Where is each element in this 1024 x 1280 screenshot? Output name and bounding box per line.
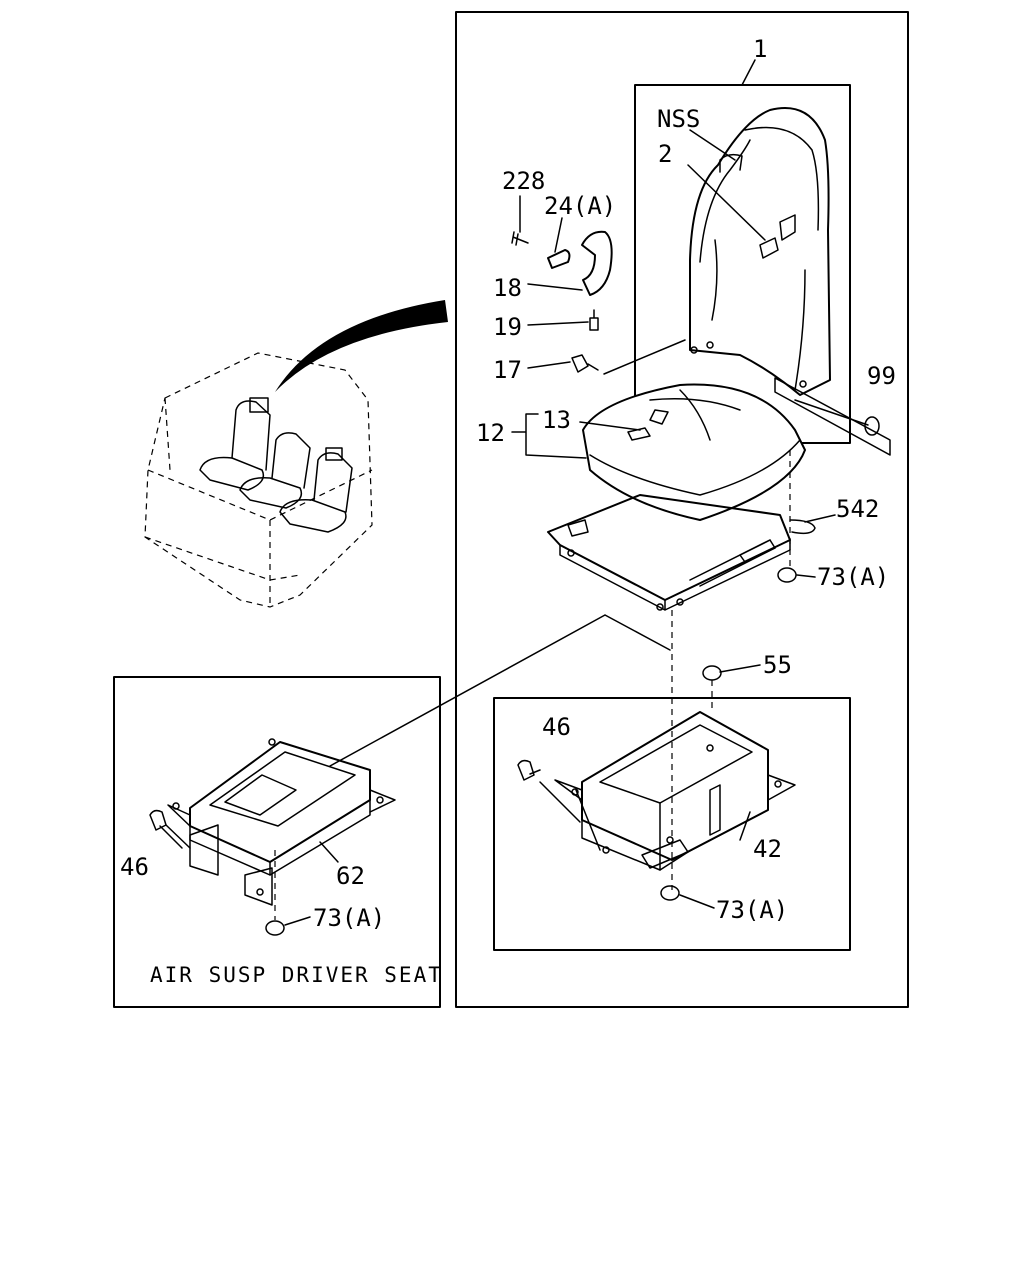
- label-12: 12: [476, 419, 505, 447]
- label-nss: NSS: [657, 105, 700, 133]
- part-55-nut: [702, 665, 722, 681]
- label-62: 62: [336, 862, 365, 890]
- caption-air-susp: AIR SUSP DRIVER SEAT: [150, 963, 443, 987]
- label-2: 2: [658, 140, 672, 168]
- label-1: 1: [753, 35, 767, 63]
- part-73a-nut-right: [660, 885, 680, 901]
- label-19: 19: [493, 313, 522, 341]
- part-labels: 1 NSS 2 228 24(A) 18 19 17 99 13 12 542 …: [120, 35, 896, 987]
- part-46-bolt-left: [149, 809, 183, 849]
- label-24a: 24(A): [544, 192, 616, 220]
- label-46-left: 46: [120, 853, 149, 881]
- riser-drawing: [554, 711, 796, 871]
- part-18-cover: [581, 230, 613, 296]
- air-susp-frame: [113, 676, 441, 1008]
- label-73a-left: 73(A): [313, 904, 385, 932]
- cab-overview: [144, 300, 448, 608]
- small-parts: [149, 230, 891, 936]
- part-24a-bracket: [547, 249, 571, 269]
- seat-cushion-drawing: [582, 383, 806, 521]
- label-46-right: 46: [542, 713, 571, 741]
- label-228: 228: [502, 167, 545, 195]
- seat-back-drawing: [689, 107, 831, 396]
- label-13: 13: [542, 406, 571, 434]
- air-susp-drawing: [167, 738, 396, 906]
- part-228-screw: [511, 231, 529, 246]
- label-17: 17: [493, 356, 522, 384]
- callout-arrow: [275, 300, 448, 392]
- label-73a-right: 73(A): [716, 896, 788, 924]
- label-73a-top: 73(A): [817, 563, 889, 591]
- leader-lines: [165, 59, 869, 926]
- part-73a-nut-top: [777, 567, 797, 583]
- label-55: 55: [763, 651, 792, 679]
- label-99: 99: [867, 362, 896, 390]
- part-46-bolt-right: [517, 759, 541, 781]
- part-99-tag: [774, 377, 891, 456]
- part-73a-nut-left: [265, 920, 285, 936]
- main-frame: [455, 11, 909, 1008]
- part-19-screw: [589, 309, 599, 331]
- label-18: 18: [493, 274, 522, 302]
- label-542: 542: [836, 495, 879, 523]
- label-42: 42: [753, 835, 782, 863]
- part-17-bolt: [571, 354, 599, 373]
